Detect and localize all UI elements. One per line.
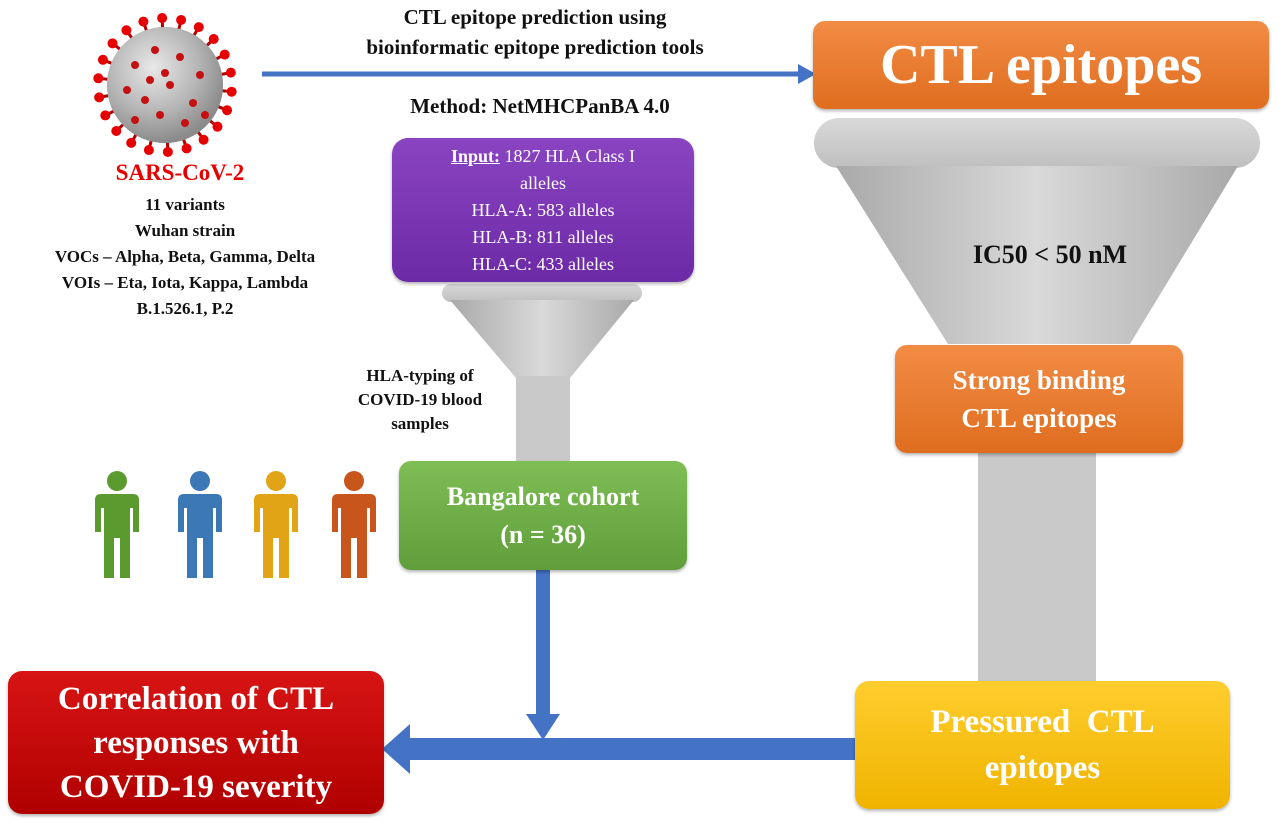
- input-box-line2: alleles: [520, 172, 566, 193]
- virus-icon: [93, 13, 237, 157]
- person-orange-icon: [332, 471, 376, 578]
- virus-name: SARS-CoV-2: [115, 160, 245, 185]
- virus-line-2: Wuhan strain: [134, 221, 236, 240]
- bottom-left-arrow: [382, 724, 856, 774]
- input-box-hla-c: HLA-C: 433 alleles: [472, 253, 614, 274]
- ctl-epitopes-box: CTL epitopes: [813, 21, 1269, 109]
- top-arrow-label-line2: bioinformatic epitope prediction tools: [366, 35, 704, 59]
- method-label: Method: NetMHCPanBA 4.0: [410, 94, 670, 118]
- person-yellow-icon: [254, 471, 298, 578]
- top-arrow-label: CTL epitope prediction using bioinformat…: [270, 2, 800, 62]
- pressured-box: Pressured CTL epitopes: [855, 681, 1230, 809]
- correlation-line1: Correlation of CTL: [57, 680, 335, 717]
- cohort-line1: Bangalore cohort: [446, 481, 640, 511]
- input-box-hla-a: HLA-A: 583 alleles: [471, 199, 615, 220]
- pressured-line1: Pressured CTL: [930, 704, 1155, 740]
- cohort-box: Bangalore cohort (n = 36): [399, 461, 687, 570]
- virus-line-3: VOCs – Alpha, Beta, Gamma, Delta: [54, 247, 316, 266]
- virus-variant-list: 11 variants Wuhan strain VOCs – Alpha, B…: [0, 192, 370, 322]
- top-arrow-label-line1: CTL epitope prediction using: [403, 5, 667, 29]
- cohort-down-arrow: [526, 570, 560, 740]
- pressured-line2: epitopes: [984, 750, 1101, 786]
- input-box: Input: 1827 HLA Class I alleles HLA-A: 5…: [392, 138, 694, 282]
- input-box-hla-b: HLA-B: 811 alleles: [472, 226, 614, 247]
- correlation-line3: COVID-19 severity: [59, 768, 333, 805]
- correlation-box: Correlation of CTL responses with COVID-…: [8, 671, 384, 814]
- correlation-line2: responses with: [93, 724, 299, 761]
- virus-line-4: VOIs – Eta, Iota, Kappa, Lambda: [61, 273, 309, 292]
- ic50-label: IC50 < 50 nM: [972, 240, 1128, 269]
- ctl-epitopes-label: CTL epitopes: [879, 34, 1203, 96]
- hla-typing-label: HLA-typing of COVID-19 blood samples: [357, 366, 483, 433]
- large-funnel: [814, 118, 1260, 684]
- input-label: Input:: [450, 145, 501, 166]
- cohort-line2: (n = 36): [500, 519, 586, 549]
- input-box-line1: Input: 1827 HLA Class I: [450, 145, 636, 166]
- strong-binding-line1: Strong binding: [952, 365, 1126, 395]
- virus-line-5: B.1.526.1, P.2: [136, 299, 234, 318]
- top-arrow: [262, 64, 816, 84]
- small-funnel: [442, 284, 642, 462]
- person-green-icon: [95, 471, 139, 578]
- strong-binding-box: Strong binding CTL epitopes: [895, 345, 1183, 453]
- virus-line-1: 11 variants: [145, 195, 225, 214]
- person-blue-icon: [178, 471, 222, 578]
- strong-binding-line2: CTL epitopes: [961, 403, 1117, 433]
